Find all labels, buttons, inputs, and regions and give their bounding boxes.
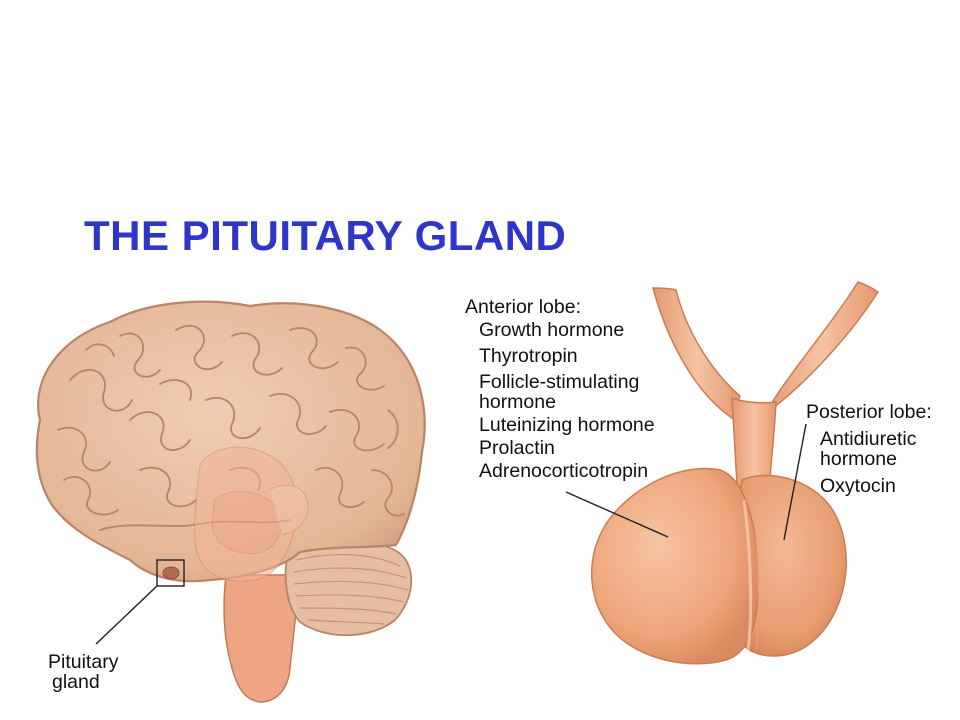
cerebellum [284, 539, 413, 637]
posterior-item: Oxytocin [820, 475, 896, 497]
anterior-lobe-label: Anterior lobe: Growth hormone Thyrotropi… [465, 296, 655, 483]
anterior-item: Thyrotropin [479, 345, 578, 367]
pituitary-gland-label: Pituitary gland [48, 652, 118, 692]
posterior-item: hormone [820, 448, 897, 470]
anterior-item: Adrenocorticotropin [479, 460, 649, 482]
posterior-leader-line [783, 423, 807, 541]
posterior-item: Antidiuretic [820, 428, 917, 450]
anterior-heading: Anterior lobe: [465, 296, 581, 318]
gland-illustration [565, 281, 880, 665]
anterior-item: Follicle-stimulating [479, 371, 640, 393]
deep-brain-structures [193, 446, 309, 582]
pituitary-leader-line [95, 584, 159, 645]
pituitary-label-line1: Pituitary [48, 651, 119, 673]
anterior-leader-line [565, 491, 669, 538]
pituitary-highlight-box [156, 559, 185, 587]
posterior-lobe-label: Posterior lobe: Antidiuretic hormone Oxy… [806, 401, 932, 498]
stalk-right-arm [763, 281, 880, 417]
cerebrum [35, 300, 426, 583]
stalk-left-arm [652, 287, 741, 420]
anterior-item: Growth hormone [479, 319, 625, 341]
anterior-item: Prolactin [479, 437, 555, 459]
posterior-heading: Posterior lobe: [806, 401, 932, 423]
page-title: THE PITUITARY GLAND [84, 212, 567, 259]
brainstem [223, 574, 301, 703]
pituitary-dot [162, 566, 180, 580]
pituitary-label-line2: gland [52, 671, 100, 693]
brain-illustration [35, 300, 426, 703]
anterior-item: hormone [479, 391, 556, 413]
anterior-lobe [591, 467, 760, 665]
anterior-item: Luteinizing hormone [479, 414, 655, 436]
